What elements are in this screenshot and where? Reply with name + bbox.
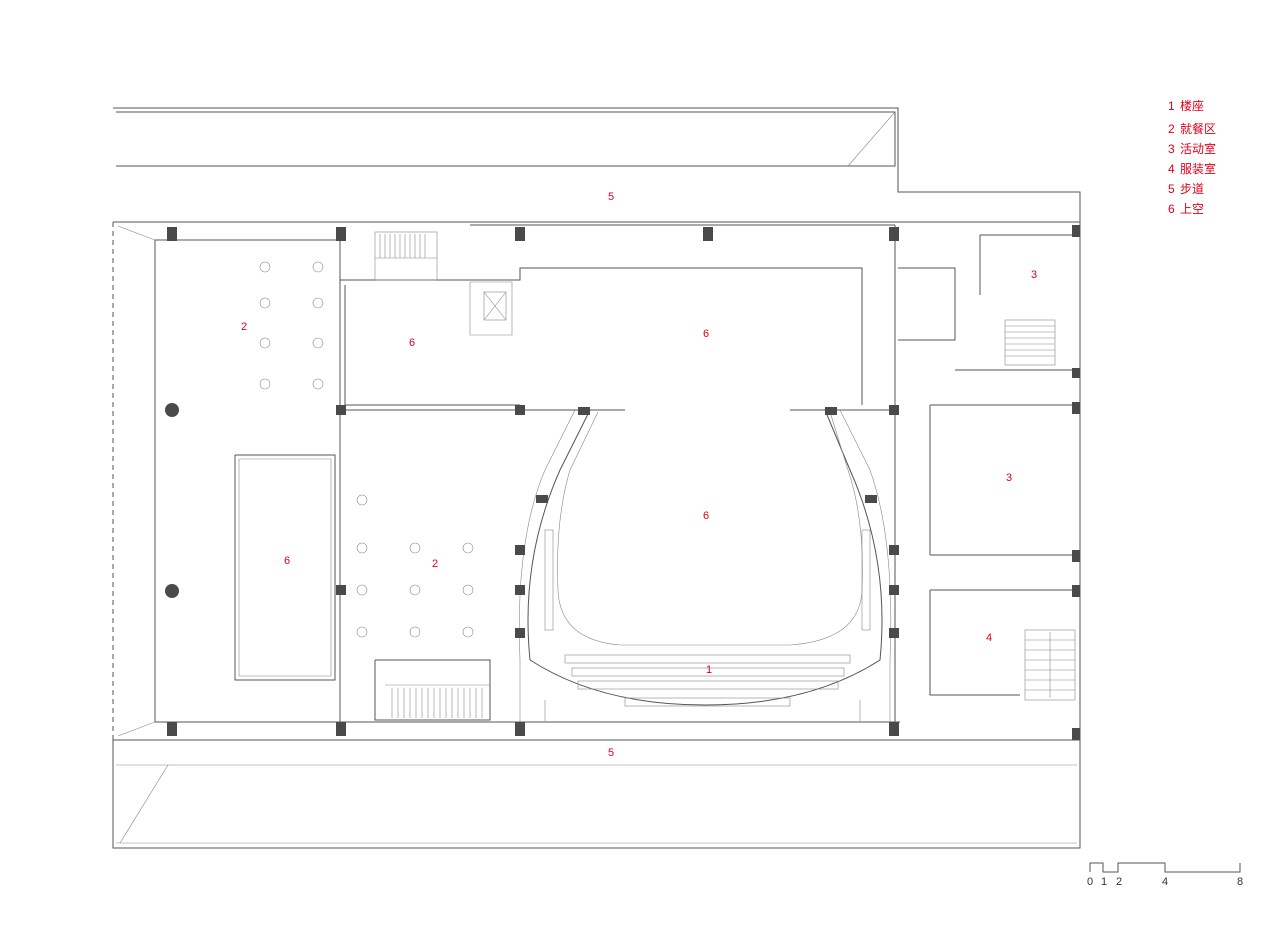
legend-text-4: 服装室 [1180,161,1216,176]
room-labels: 5 5 6 6 6 6 2 2 1 3 3 4 [241,191,1037,759]
legend-num-2: 2 [1168,122,1175,136]
label-activity-lower: 3 [1006,472,1012,484]
legend-num-6: 6 [1168,202,1175,216]
scale-tick-2: 2 [1116,876,1122,888]
scale-tick-1: 1 [1101,876,1107,888]
label-void-left-lower: 6 [284,555,290,567]
auditorium [518,409,892,722]
label-void-left-upper: 6 [409,337,415,349]
legend-text-6: 上空 [1180,202,1204,216]
building-outline [112,107,1081,849]
scale-tick-4: 4 [1162,876,1168,888]
legend-num-1: 1 [1168,99,1175,113]
legend: 1 楼座 2 就餐区 3 活动室 4 服装室 5 步道 6 上空 [1168,98,1216,216]
legend-text-3: 活动室 [1180,141,1216,156]
label-void-auditorium: 6 [703,510,709,522]
dining-tables [259,261,474,638]
interior-walls [155,222,1081,741]
scale-tick-0: 0 [1087,876,1093,888]
legend-text-5: 步道 [1180,182,1204,196]
stair-right-lower [1024,629,1076,701]
columns [165,225,1080,740]
stair-right-upper [1004,319,1056,366]
stair-bottom [385,684,490,718]
label-dining-upper: 2 [241,321,247,333]
scale-bar: 0 1 2 4 8 [1087,862,1243,888]
legend-text-2: 就餐区 [1180,121,1216,136]
scale-tick-8: 8 [1237,876,1243,888]
label-costume-room: 4 [986,632,992,644]
label-activity-upper: 3 [1031,269,1037,281]
label-walkway-top: 5 [608,191,614,203]
label-balcony: 1 [706,664,712,676]
legend-num-3: 3 [1168,142,1175,156]
label-void-stage: 6 [703,328,709,340]
legend-num-5: 5 [1168,182,1175,196]
legend-text-1: 楼座 [1180,98,1204,113]
stair-top [374,231,438,281]
label-walkway-bottom: 5 [608,747,614,759]
label-dining-lower: 2 [432,558,438,570]
legend-num-4: 4 [1168,162,1175,176]
